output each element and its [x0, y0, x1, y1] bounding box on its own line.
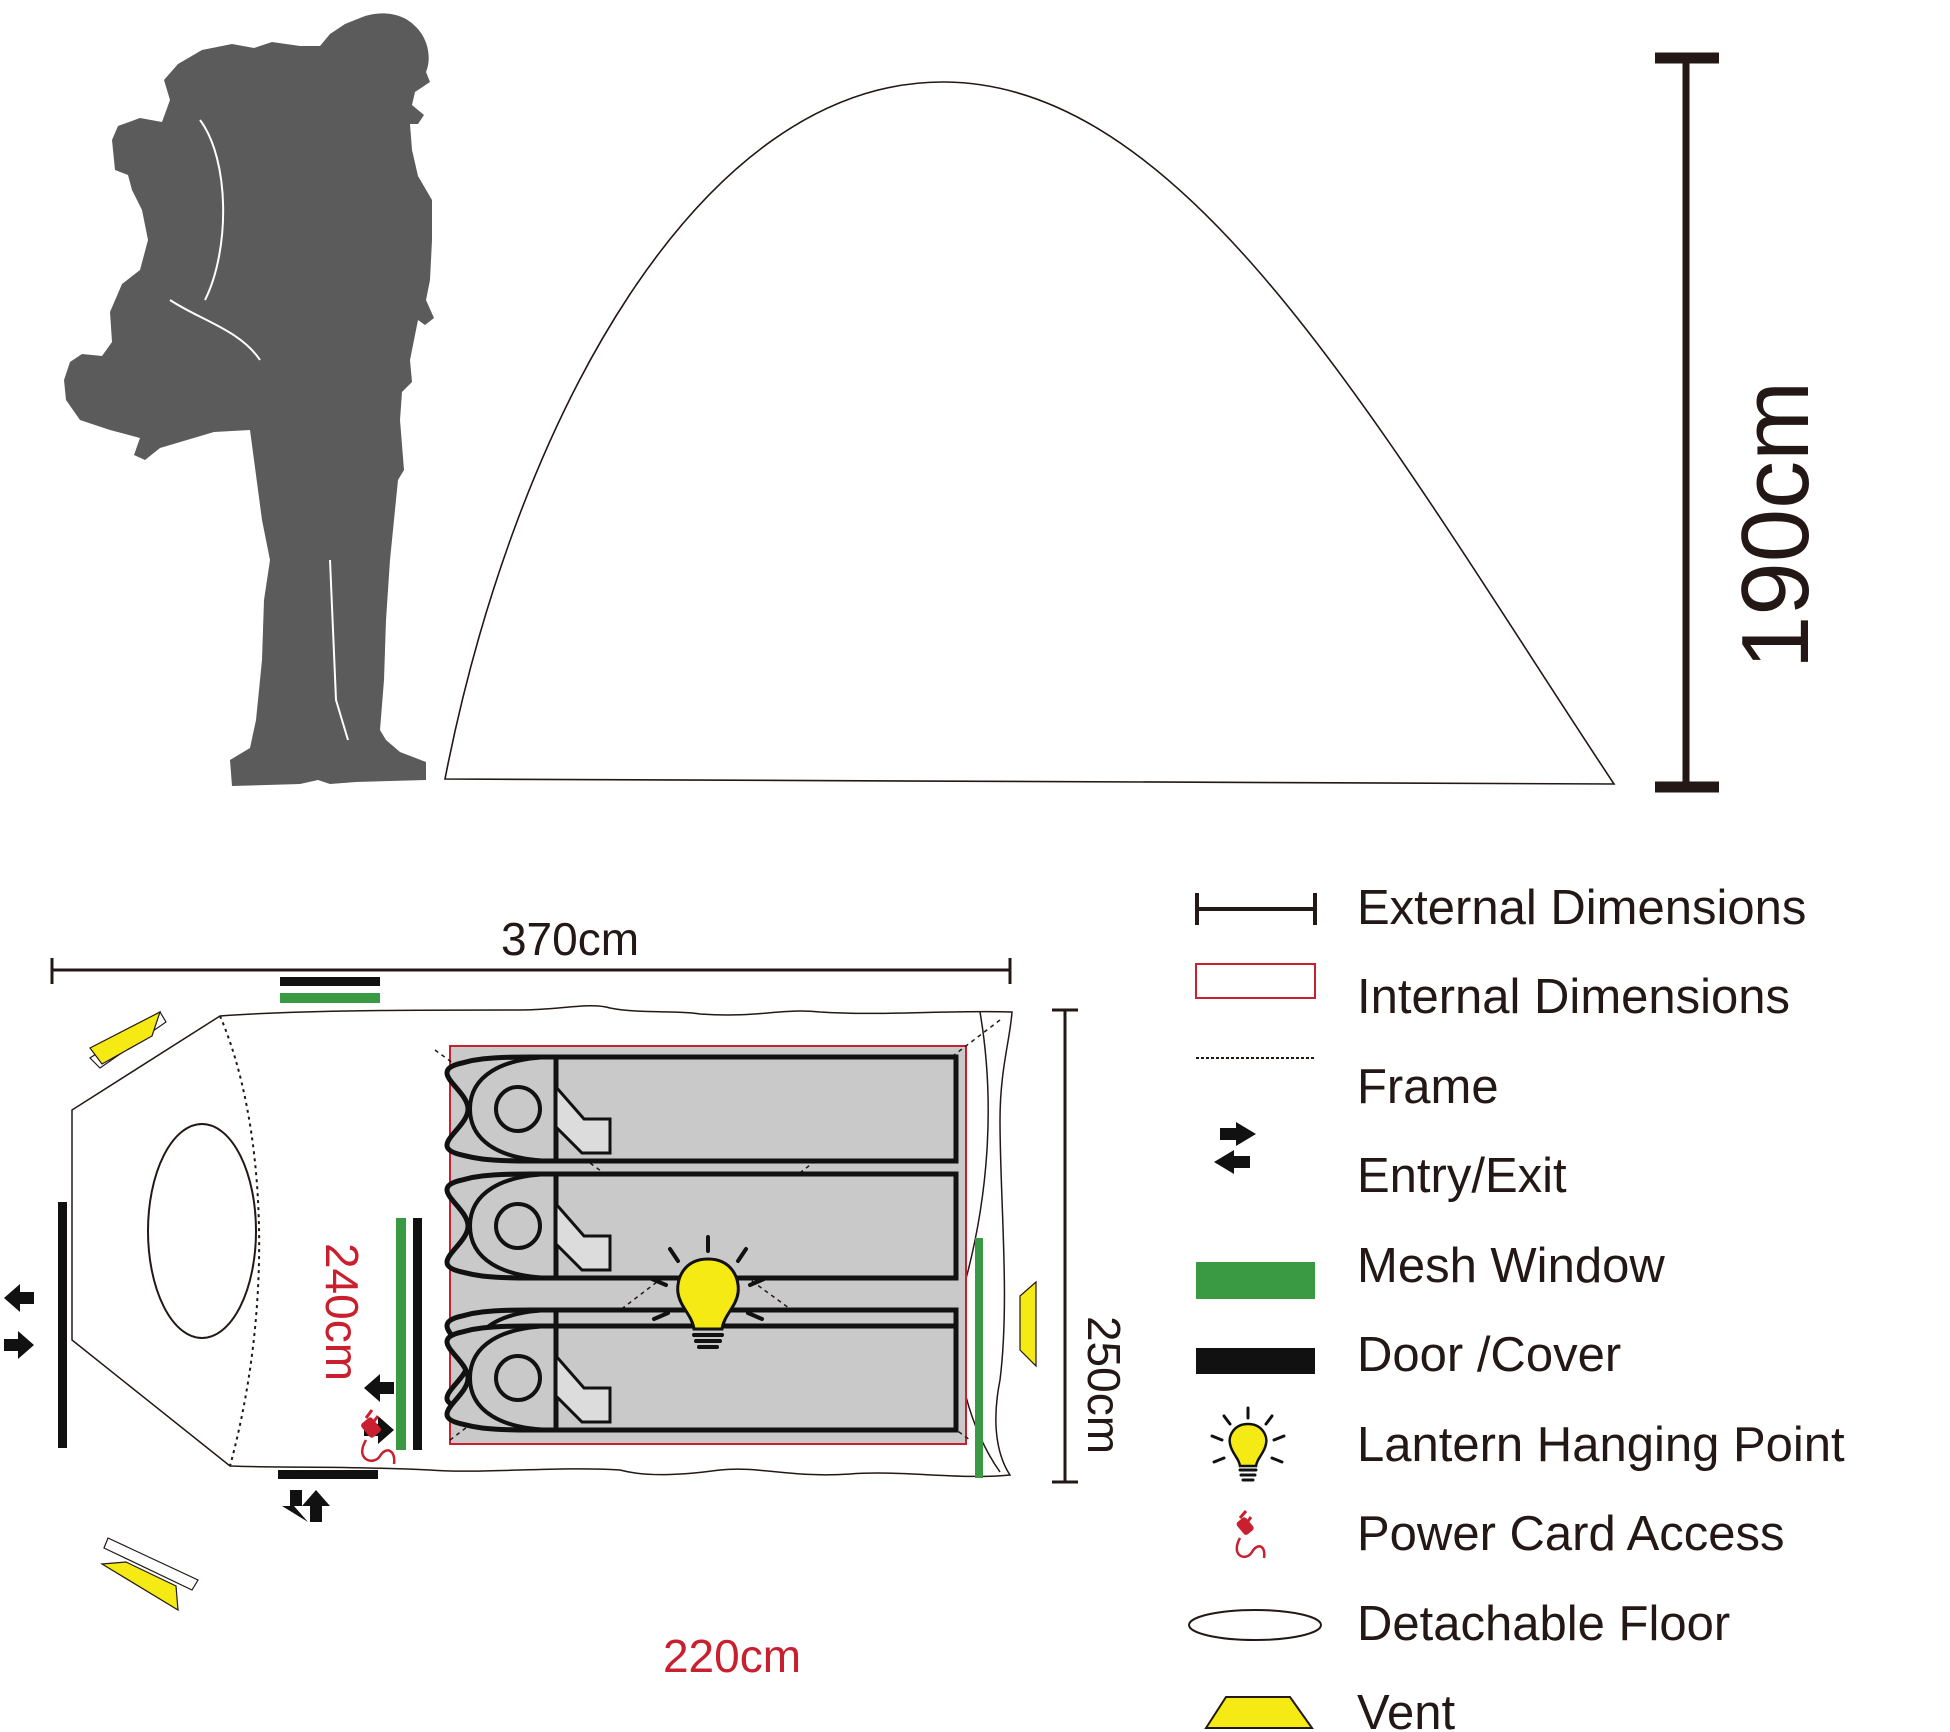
- lantern-hanging-point-icon: [650, 1235, 766, 1349]
- legend-label-entry: Entry/Exit: [1357, 1149, 1567, 1203]
- frame-dotted-curve: [219, 1015, 261, 1467]
- right-mesh-window: [975, 1238, 983, 1478]
- legend-external-symbol: [1195, 893, 1317, 925]
- legend-label-floor: Detachable Floor: [1357, 1597, 1730, 1651]
- sleeping-bag: [444, 1054, 959, 1164]
- vent-right: [1019, 1280, 1037, 1368]
- legend-vent-symbol: [1204, 1696, 1314, 1729]
- legend-label-lantern: Lantern Hanging Point: [1357, 1418, 1845, 1472]
- entry-exit-arrows-bottom: [282, 1490, 330, 1522]
- bottom-door-cover: [278, 1470, 378, 1479]
- legend-door-symbol: [1196, 1348, 1315, 1374]
- internal-length-label: 240cm: [316, 1243, 368, 1381]
- inner-door-cover: [413, 1218, 422, 1450]
- legend-label-vent: Vent: [1357, 1686, 1455, 1732]
- external-length-label: 370cm: [501, 913, 639, 965]
- legend-lantern-symbol: [1210, 1406, 1286, 1482]
- sleeping-bag: [444, 1171, 959, 1281]
- vent-bottom-left: [100, 1537, 199, 1612]
- legend-power-symbol: [1235, 1510, 1266, 1559]
- legend-label-frame: Frame: [1357, 1060, 1499, 1114]
- backpack-strap: [169, 119, 261, 361]
- internal-width-label: 220cm: [663, 1630, 801, 1682]
- legend-internal-symbol: [1195, 963, 1316, 999]
- height-dimension-line: [1655, 52, 1719, 793]
- legend-label-door: Door /Cover: [1357, 1328, 1621, 1382]
- hiker-leg-gap: [329, 559, 349, 741]
- width-dimension-line: [1052, 1008, 1078, 1484]
- legend-label-mesh: Mesh Window: [1357, 1239, 1665, 1293]
- legend-label-internal: Internal Dimensions: [1357, 970, 1790, 1024]
- vent-top-left: [89, 1010, 167, 1069]
- power-access-icon: [361, 1409, 396, 1465]
- height-label: 190cm: [1722, 381, 1829, 669]
- side-view: 190cm: [64, 13, 1829, 793]
- entry-exit-arrows-left: [4, 1284, 34, 1359]
- length-dimension-line: [50, 958, 1012, 984]
- tent-side-profile: [444, 81, 1616, 785]
- hiker-silhouette-icon: [64, 13, 434, 787]
- legend-floor-symbol: [1188, 1609, 1322, 1641]
- sleeping-bag: [444, 1323, 959, 1433]
- top-mesh-window: [280, 993, 380, 1003]
- sleeping-bags: [444, 1054, 959, 1433]
- inner-mesh-window: [396, 1218, 406, 1450]
- left-door-cover: [58, 1202, 67, 1448]
- legend-entry-symbol: [1214, 1122, 1256, 1174]
- legend-label-external: External Dimensions: [1357, 881, 1806, 935]
- top-door-cover: [280, 977, 380, 986]
- floor-plan: 370cm 250cm: [4, 913, 1130, 1682]
- legend-label-power: Power Card Access: [1357, 1507, 1785, 1561]
- detachable-floor-oval: [147, 1123, 257, 1339]
- legend-mesh-symbol: [1196, 1262, 1315, 1299]
- external-width-label: 250cm: [1078, 1316, 1130, 1454]
- legend: External Dimensions Internal Dimensions …: [1188, 881, 1845, 1732]
